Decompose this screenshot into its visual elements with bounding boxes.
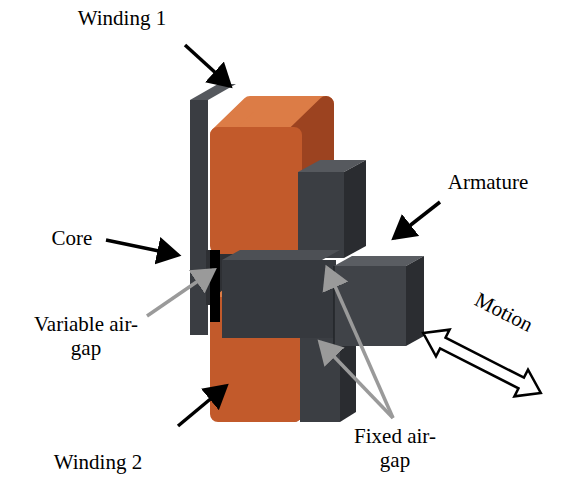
part-label: Core (40, 226, 104, 250)
air-gap (210, 250, 220, 322)
part-label: Winding 2 (36, 450, 160, 474)
part-label: Fixed air-gap (345, 424, 445, 472)
part-label: Variable air-gap (30, 312, 142, 360)
part-label: Armature (428, 170, 548, 194)
pointer-arrow (106, 45, 440, 426)
part-label: Winding 1 (62, 6, 182, 30)
part-label: Motion (458, 280, 551, 343)
armature (298, 160, 366, 258)
leader-arrow (147, 268, 393, 418)
armature (222, 250, 424, 422)
